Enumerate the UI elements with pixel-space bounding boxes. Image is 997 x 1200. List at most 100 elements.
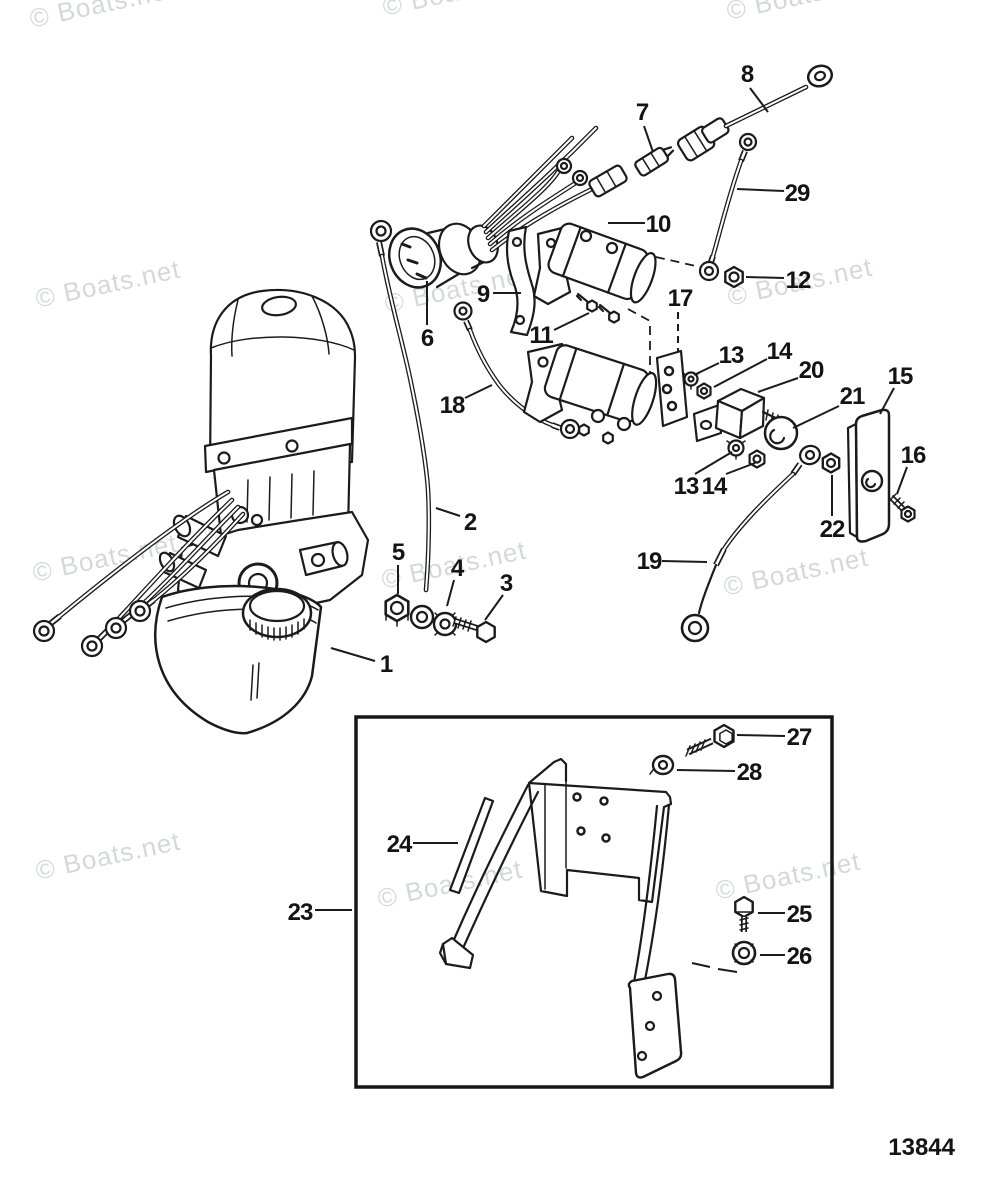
callout-number: 9 xyxy=(477,281,490,308)
callout-number: 12 xyxy=(786,267,811,294)
callout-leader-line xyxy=(879,387,895,415)
callout-leader-line xyxy=(464,384,493,399)
callout-7-1: 7 xyxy=(636,99,654,153)
callout-number: 4 xyxy=(451,555,465,582)
callout-number: 21 xyxy=(840,383,865,410)
callout-14-18: 14 xyxy=(702,462,756,500)
callout-20-11: 20 xyxy=(757,357,825,393)
nut-12 xyxy=(724,265,744,289)
callout-29-2: 29 xyxy=(736,180,811,207)
washer-13-upper xyxy=(682,371,700,390)
solenoid-upper xyxy=(532,222,657,324)
cable-2 xyxy=(369,219,432,593)
callout-number: 13 xyxy=(674,473,699,500)
callout-number: 5 xyxy=(392,539,405,566)
callout-13-17: 13 xyxy=(674,451,733,500)
callout-11-8: 11 xyxy=(529,312,590,349)
callout-leader-line xyxy=(676,769,736,772)
callout-number: 15 xyxy=(888,363,913,390)
callout-number: 20 xyxy=(799,357,824,384)
callout-number: 14 xyxy=(702,473,728,500)
callout-number: 24 xyxy=(387,831,413,858)
callout-number: 6 xyxy=(421,325,434,352)
callout-leader-line xyxy=(484,594,504,621)
callout-12-4: 12 xyxy=(745,267,812,294)
callout-23-25: 23 xyxy=(288,899,352,926)
callout-6-7: 6 xyxy=(421,281,435,352)
callout-leader-line xyxy=(757,377,799,393)
bracket-box-frame xyxy=(354,715,834,1089)
callout-number: 13 xyxy=(719,342,744,369)
callout-leader-line xyxy=(749,87,769,113)
callout-number: 25 xyxy=(787,901,812,928)
plate-17 xyxy=(655,349,689,428)
callout-number: 28 xyxy=(737,759,762,786)
callout-16-14: 16 xyxy=(896,442,927,495)
solenoid-lower xyxy=(522,342,658,445)
callout-8-0: 8 xyxy=(741,61,769,113)
callout-18-15: 18 xyxy=(440,384,493,419)
callout-24-26: 24 xyxy=(387,831,458,858)
callout-28-28: 28 xyxy=(676,759,763,786)
callout-number: 11 xyxy=(529,322,553,349)
callout-26-30: 26 xyxy=(760,943,813,970)
callout-leader-line xyxy=(553,312,590,331)
bolt-27 xyxy=(685,723,735,757)
callout-leader-line xyxy=(694,451,733,475)
callout-2-16: 2 xyxy=(435,507,478,536)
washer-13-lower xyxy=(726,439,746,460)
callout-number: 26 xyxy=(787,943,812,970)
nut-14-upper xyxy=(696,382,712,400)
callout-number: 14 xyxy=(767,338,793,365)
callout-leader-line xyxy=(736,734,786,737)
callout-27-27: 27 xyxy=(736,724,813,751)
washer-4 xyxy=(409,604,458,637)
cable-8 xyxy=(677,64,834,162)
circuit-breaker-20 xyxy=(692,387,792,443)
callout-number: 8 xyxy=(741,61,754,88)
mounting-bracket-23 xyxy=(438,757,738,1079)
callout-leader-line xyxy=(330,647,376,662)
connector-6 xyxy=(387,222,499,289)
washer-28 xyxy=(649,754,675,776)
callout-leader-line xyxy=(792,405,840,429)
assembly-dash-line xyxy=(627,308,651,392)
screw-16 xyxy=(888,493,916,523)
callout-21-12: 21 xyxy=(792,383,866,429)
callout-5-21: 5 xyxy=(392,539,406,594)
callout-leader-line xyxy=(713,358,768,388)
terminal-7 xyxy=(634,146,675,177)
callout-number: 7 xyxy=(636,99,649,126)
callout-14-10: 14 xyxy=(713,338,794,388)
callout-1-24: 1 xyxy=(330,647,394,678)
callout-number: 3 xyxy=(500,570,513,597)
callout-leader-line xyxy=(745,276,785,279)
callout-19-20: 19 xyxy=(637,548,708,575)
cable-19 xyxy=(680,444,821,643)
cap-knurling xyxy=(249,618,305,641)
callout-leader-line xyxy=(435,507,461,517)
pump-assembly xyxy=(32,289,370,735)
washer-26 xyxy=(731,940,757,966)
callout-number: 23 xyxy=(288,899,313,926)
callout-leader-line xyxy=(736,188,785,192)
callout-17-6: 17 xyxy=(668,285,694,352)
callout-number: 19 xyxy=(637,548,662,575)
callout-15-13: 15 xyxy=(879,363,914,415)
pump-wires xyxy=(32,489,246,658)
plate-15 xyxy=(846,408,891,543)
harness-wires xyxy=(481,125,628,253)
callout-25-29: 25 xyxy=(758,901,813,928)
nut-5 xyxy=(384,593,410,627)
callout-leader-line xyxy=(446,579,455,607)
nut-22 xyxy=(821,452,841,474)
callout-leader-line xyxy=(896,466,908,495)
callout-number: 18 xyxy=(440,392,465,419)
callout-number: 16 xyxy=(901,442,926,469)
callout-leader-line xyxy=(725,462,756,475)
callout-number: 10 xyxy=(646,211,671,238)
callout-22-19: 22 xyxy=(820,475,846,543)
